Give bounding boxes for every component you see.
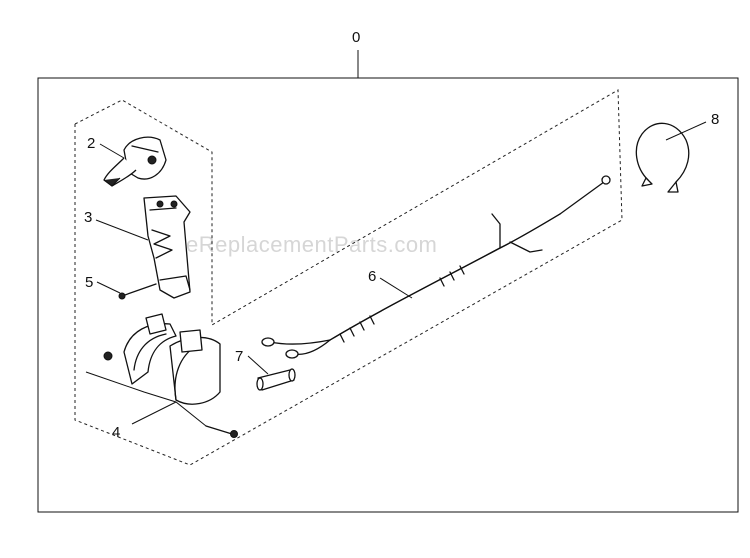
callout-2: 2 — [87, 135, 95, 152]
callout-7: 7 — [235, 348, 243, 365]
leader-5 — [96, 281, 121, 294]
leader-7 — [247, 355, 269, 375]
part-2-lever — [103, 136, 167, 187]
leader-2 — [99, 143, 125, 159]
leader-4b — [131, 401, 177, 425]
subassembly-dashed-boundary — [74, 89, 623, 466]
part-7-sleeve — [256, 368, 296, 391]
callout-6: 6 — [368, 268, 376, 285]
callout-0: 0 — [352, 29, 360, 46]
watermark-text: eReplacementParts.com — [186, 232, 437, 257]
callout-5: 5 — [85, 274, 93, 291]
leader-8 — [665, 121, 707, 141]
leader-3 — [95, 219, 149, 241]
assembly-frame — [37, 77, 739, 513]
part-6-wire-harness — [261, 175, 611, 359]
callout-4: 4 — [112, 424, 120, 441]
callout-3: 3 — [84, 209, 92, 226]
part-4-clamp — [103, 313, 238, 438]
part-8-retaining-ring — [635, 122, 690, 193]
leader-4 — [85, 371, 207, 427]
part-5-screw — [118, 283, 157, 300]
callout-8: 8 — [711, 111, 719, 128]
part-3-bracket — [143, 195, 191, 299]
leader-6 — [379, 277, 413, 299]
